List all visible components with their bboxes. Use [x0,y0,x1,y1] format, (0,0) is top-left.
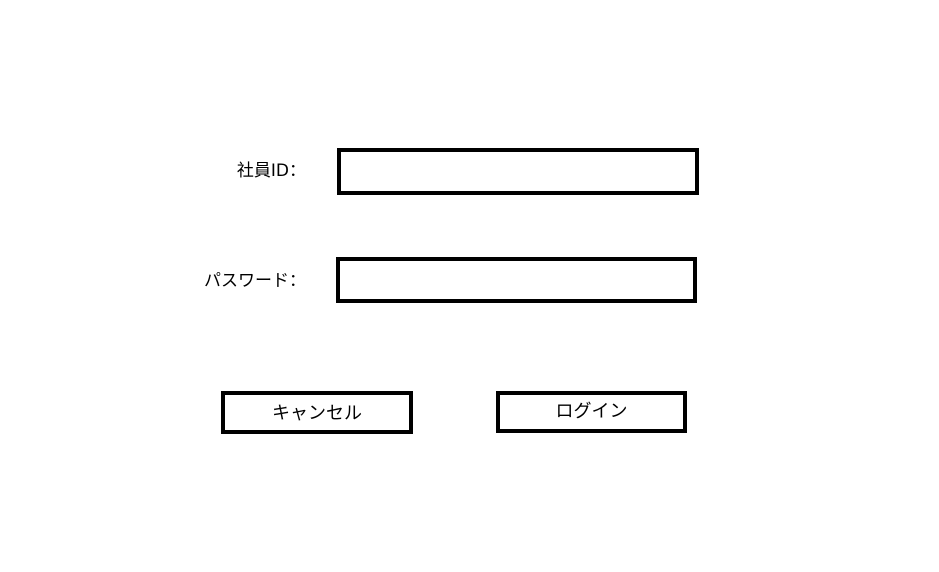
cancel-button-label: キャンセル [272,403,362,424]
employee-id-label: 社員ID： [236,161,306,181]
employee-id-input[interactable] [337,148,699,195]
cancel-button[interactable]: キャンセル [221,391,413,434]
password-input[interactable] [336,257,697,303]
login-button-label: ログイン [555,401,628,422]
login-button[interactable]: ログイン [496,391,687,433]
password-label: パスワード： [204,271,306,291]
